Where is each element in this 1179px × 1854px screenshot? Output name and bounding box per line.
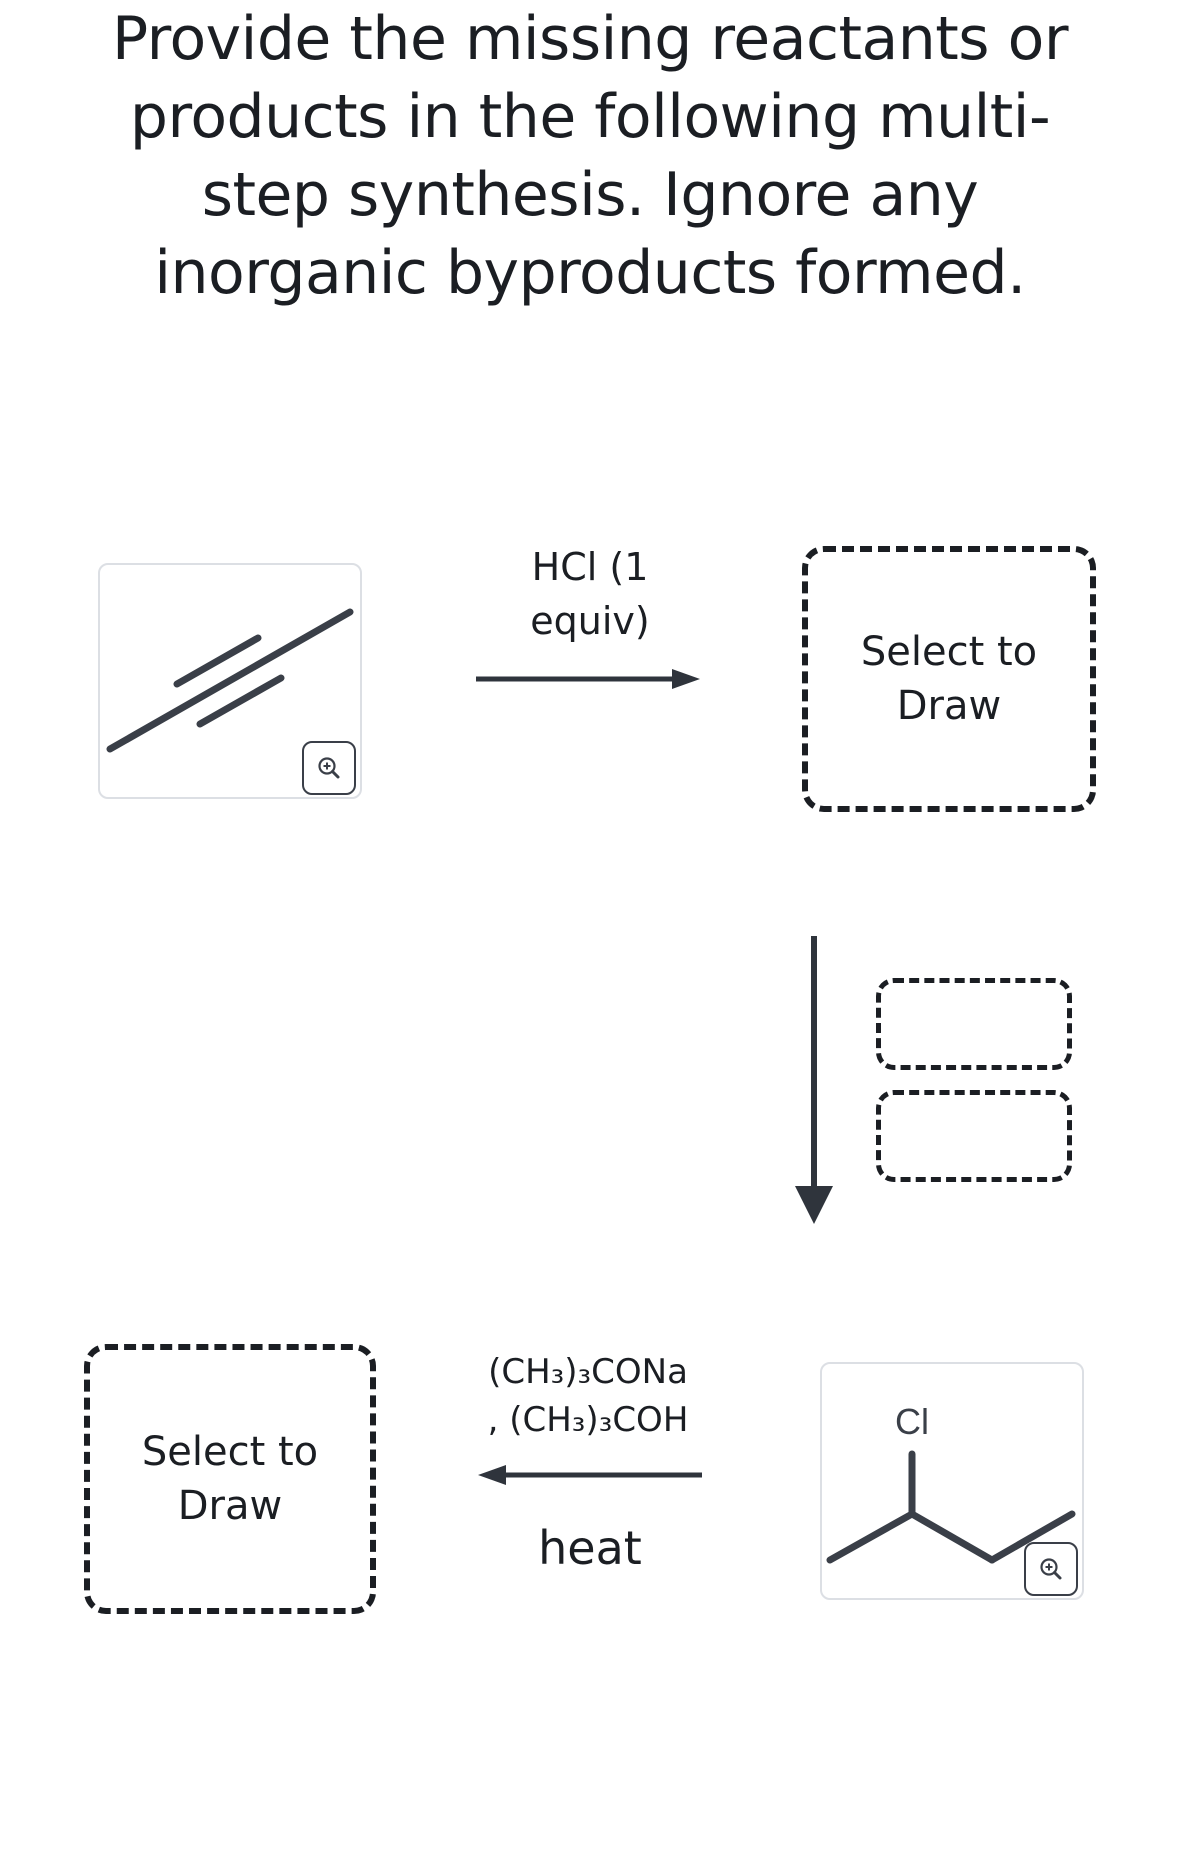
zoom-button[interactable] — [1024, 1542, 1078, 1596]
step1-reagent: HCl (1 equiv) — [490, 540, 690, 648]
step2-reagent-box-2[interactable] — [876, 1090, 1072, 1182]
product1-draw-box[interactable]: Select to Draw — [802, 546, 1096, 812]
intermediate-card: Cl — [820, 1362, 1084, 1600]
zoom-in-icon — [1040, 1558, 1062, 1580]
zoom-in-icon — [318, 757, 340, 779]
question-text: Provide the missing reactants or product… — [111, 4, 1069, 308]
step2-reagent-box-1[interactable] — [876, 978, 1072, 1070]
step3-arrow — [478, 1465, 702, 1485]
alkyne-structure — [106, 608, 354, 753]
step3-reagent: (CH₃)₃CONa , (CH₃)₃COH — [468, 1348, 708, 1444]
starting-material-card — [98, 563, 362, 799]
zoom-button[interactable] — [302, 741, 356, 795]
final-product-draw-box[interactable]: Select to Draw — [84, 1344, 376, 1614]
chlorine-label: Cl — [895, 1401, 929, 1442]
chlorobutane-structure: Cl — [826, 1401, 1076, 1564]
step1-reagent-line1: HCl (1 — [531, 545, 649, 589]
step1-reagent-line2: equiv) — [530, 599, 650, 643]
final-draw-label: Select to Draw — [141, 1429, 319, 1529]
step3-reagent-line2: , (CH₃)₃COH — [487, 1400, 689, 1440]
step2-arrow — [795, 936, 833, 1224]
step3-reagent-line1: (CH₃)₃CONa — [488, 1352, 688, 1392]
product1-draw-label: Select to Draw — [860, 629, 1038, 729]
step3-condition: heat — [538, 1521, 642, 1575]
step1-arrow — [476, 669, 700, 689]
